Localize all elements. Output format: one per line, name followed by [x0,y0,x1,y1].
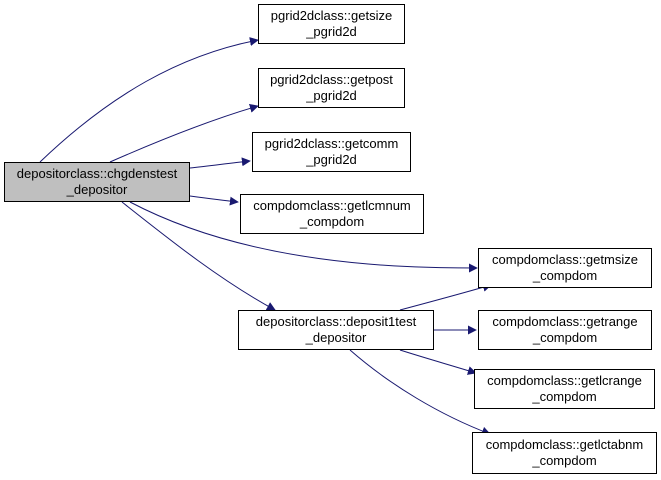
edge-chgdenstest-getlcmnum [189,195,239,206]
node-getsize-line1: pgrid2dclass::getsize [270,8,393,23]
node-getlcmnum-line1: compdomclass::getlcmnum [253,198,411,213]
node-deposit1test[interactable]: depositorclass::deposit1test _depositor [238,310,434,350]
edge-chgdenstest-getcomm [189,157,251,169]
node-getlcmnum-line2: _compdom [299,214,365,229]
node-getmsize-line2: _compdom [532,268,598,283]
node-getcomm[interactable]: pgrid2dclass::getcomm _pgrid2d [252,132,411,172]
node-deposit1test-line2: _depositor [305,330,367,345]
edge-deposit1test-getlcrange [399,349,477,375]
node-getlctabnm-line2: _compdom [532,453,597,468]
node-getpost-line1: pgrid2dclass::getpost [270,72,393,87]
node-getsize-line2: _pgrid2d [306,24,357,39]
node-getlcmnum[interactable]: compdomclass::getlcmnum _compdom [240,194,424,234]
edge-chgdenstest-deposit1test [121,201,276,311]
node-getlcrange[interactable]: compdomclass::getlcrange _compdom [474,369,655,409]
node-getcomm-line1: pgrid2dclass::getcomm [264,136,399,151]
node-getsize[interactable]: pgrid2dclass::getsize _pgrid2d [258,4,405,44]
node-getpost-line2: _pgrid2d [306,88,357,103]
node-chgdenstest-line2: _depositor [66,182,128,197]
node-getmsize-line1: compdomclass::getmsize [492,252,638,267]
edge-chgdenstest-getmsize [129,201,478,273]
node-getrange-line2: _compdom [532,330,598,345]
node-getcomm-line2: _pgrid2d [306,152,357,167]
node-getlcrange-line2: _compdom [532,389,597,404]
node-getlctabnm[interactable]: compdomclass::getlctabnm _compdom [472,432,657,474]
node-getmsize[interactable]: compdomclass::getmsize _compdom [478,248,652,288]
edge-chgdenstest-getsize [39,37,259,163]
node-getlcrange-line1: compdomclass::getlcrange [487,373,642,388]
node-deposit1test-line1: depositorclass::deposit1test [255,314,417,329]
node-chgdenstest: depositorclass::chgdenstest _depositor [4,162,190,202]
node-getlctabnm-line1: compdomclass::getlctabnm [485,437,644,452]
node-getpost[interactable]: pgrid2dclass::getpost _pgrid2d [258,68,405,108]
node-getrange-line1: compdomclass::getrange [492,314,638,329]
edge-deposit1test-getmsize [399,282,492,311]
edge-deposit1test-getlctabnm [349,349,491,436]
node-chgdenstest-line1: depositorclass::chgdenstest [16,166,178,181]
edge-chgdenstest-getpost [109,103,259,163]
node-getrange[interactable]: compdomclass::getrange _compdom [478,310,652,350]
